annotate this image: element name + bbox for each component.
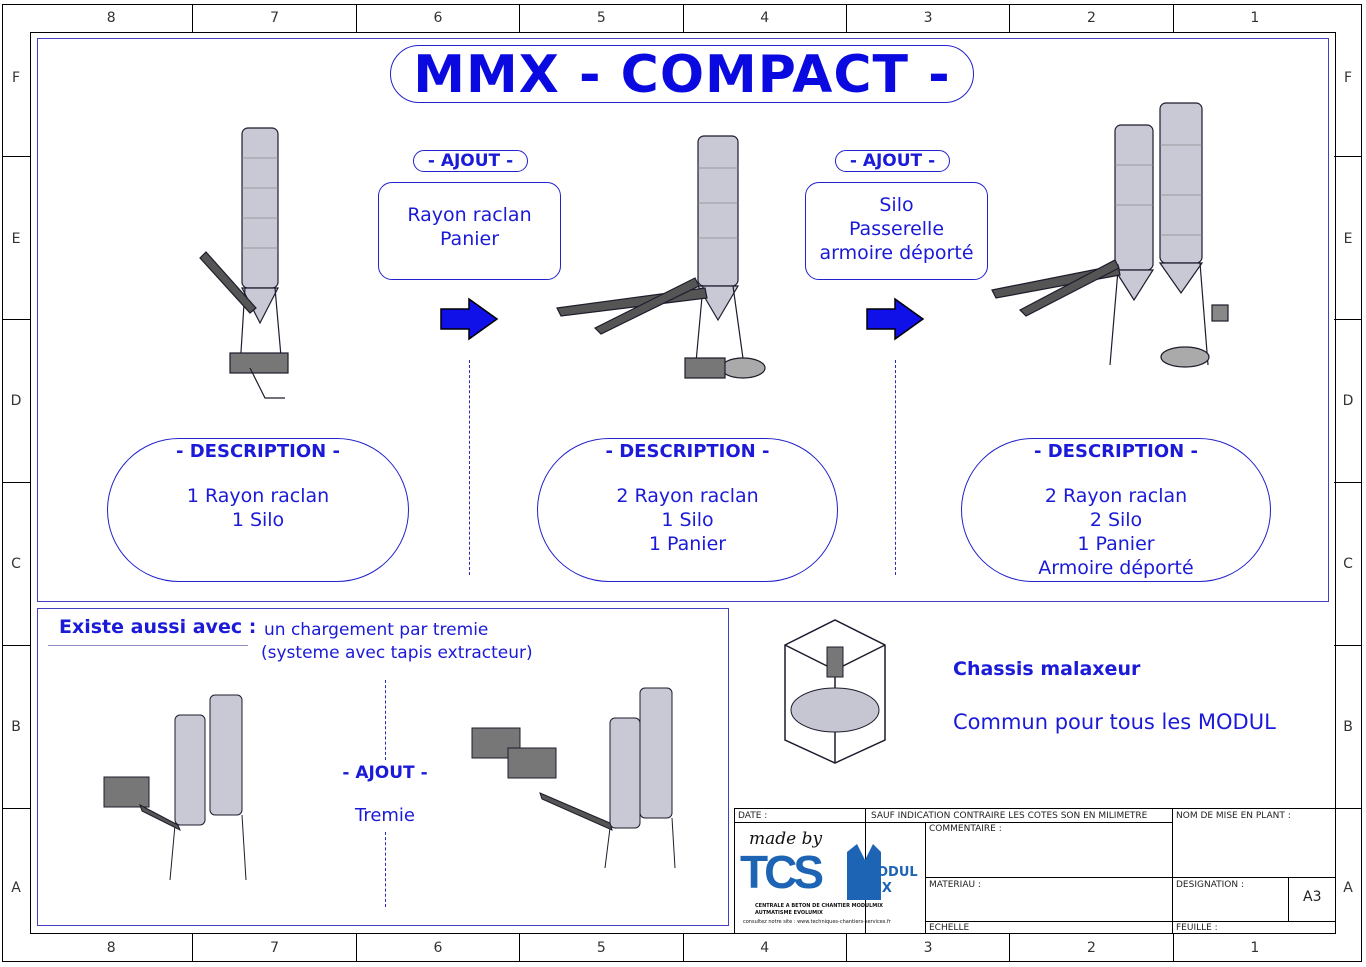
tagline: AUTMATISME EVOLUMIX: [755, 910, 823, 916]
arrow-right-icon: [866, 297, 925, 341]
zone-row-right: A: [1343, 880, 1353, 896]
description-1: - DESCRIPTION - 1 Rayon raclan 1 Silo: [107, 438, 409, 582]
description-item: Armoire déporté: [1038, 557, 1194, 579]
ajout-box-1: Rayon raclan Panier: [378, 182, 561, 280]
tb-commentaire: COMMENTAIRE :: [929, 824, 1002, 834]
ajout-item: Rayon raclan: [407, 204, 532, 226]
tb-designation: DESIGNATION :: [1176, 880, 1245, 890]
zone-col: 3: [845, 934, 1009, 962]
variant-text: (systeme avec tapis extracteur): [261, 643, 533, 663]
tb-note: SAUF INDICATION CONTRAIRE LES COTES SON …: [871, 811, 1148, 821]
arrow-right-icon: [440, 297, 499, 341]
ajout-item: Panier: [439, 228, 500, 250]
made-by-text: made by: [749, 829, 823, 849]
zone-col: 3: [845, 4, 1009, 32]
description-item: 1 Silo: [661, 509, 714, 531]
description-heading: - DESCRIPTION -: [176, 441, 340, 462]
plant-illustration-3: [991, 102, 1229, 368]
zone-col: 4: [682, 934, 846, 962]
title-block: DATE : SAUF INDICATION CONTRAIRE LES COT…: [734, 808, 1336, 934]
zone-ruler-bottom: 8 7 6 5 4 3 2 1: [30, 934, 1336, 962]
description-item: 1 Panier: [648, 533, 727, 555]
zone-row-left: F: [11, 70, 21, 86]
main-frame: [37, 38, 1329, 602]
description-item: 1 Panier: [1077, 533, 1155, 555]
chassis-title: Chassis malaxeur: [953, 658, 1141, 680]
variant-item: Tremie: [354, 805, 416, 826]
ajout-item: Silo: [879, 194, 914, 216]
ajout-label-2: - AJOUT -: [835, 150, 950, 172]
variant-label: Existe aussi avec :: [59, 616, 257, 638]
tb-echelle: ECHELLE: [929, 923, 970, 933]
chassis-text: Commun pour tous les MODUL: [953, 710, 1276, 734]
tagline: consultez notre site : www.techniques-ch…: [743, 919, 891, 925]
separator-line: [385, 832, 386, 907]
zone-col: 4: [682, 4, 846, 32]
description-item: 2 Rayon raclan: [616, 485, 759, 507]
tcs-logo: TCS: [740, 846, 824, 898]
tb-nom: NOM DE MISE EN PLANT :: [1176, 811, 1291, 821]
plant-tremie-illustration-1: [103, 694, 247, 881]
zone-col: 2: [1009, 4, 1172, 32]
description-heading: - DESCRIPTION -: [605, 441, 770, 462]
description-heading: - DESCRIPTION -: [1034, 441, 1198, 462]
zone-row-left: A: [11, 880, 21, 896]
ajout-box-2: Silo Passerelle armoire déporté: [805, 182, 988, 280]
zone-row-right: E: [1343, 231, 1353, 247]
chassis-malaxeur-illustration: [784, 619, 886, 764]
zone-col: 7: [192, 934, 355, 962]
drawing-border: [30, 32, 1336, 934]
zone-row-left: C: [11, 556, 21, 572]
separator-line: [469, 360, 470, 575]
variant-text: un chargement par tremie: [264, 620, 489, 640]
zone-col: 6: [355, 934, 519, 962]
tb-materiau: MATERIAU :: [929, 880, 981, 890]
zone-col: 1: [1172, 934, 1336, 962]
description-item: 2 Rayon raclan: [1044, 485, 1188, 507]
zone-row-left: B: [11, 719, 21, 735]
zone-row-right: C: [1343, 556, 1353, 572]
tb-date: DATE :: [738, 811, 768, 821]
zone-col: 8: [106, 10, 116, 26]
separator-line: [895, 360, 896, 575]
zone-ruler-top: 8 7 6 5 4 3 2 1: [30, 4, 1336, 32]
modulmix-logo: [847, 844, 881, 900]
zone-col: 1: [1172, 4, 1336, 32]
drawing-sheet: [2, 4, 1362, 962]
zone-col: 6: [355, 4, 519, 32]
description-item: 1 Rayon raclan: [186, 485, 330, 507]
zone-row-left: E: [11, 231, 21, 247]
zone-row-right: F: [1343, 70, 1353, 86]
tb-format: A3: [1303, 889, 1322, 905]
tb-feuille: FEUILLE :: [1176, 923, 1218, 933]
zone-col: 7: [192, 4, 355, 32]
zone-col: 5: [519, 4, 682, 32]
zone-col: 2: [1009, 934, 1172, 962]
mix-text: IX: [877, 881, 892, 896]
zone-col: 8: [106, 940, 116, 956]
description-item: 1 Silo: [231, 509, 285, 531]
page-title: MMX - COMPACT -: [390, 45, 974, 104]
plant-illustration-2: [556, 135, 766, 379]
ajout-item: armoire déporté: [819, 242, 974, 264]
zone-row-left: D: [10, 393, 22, 409]
variant-frame: [37, 608, 729, 926]
zone-col: 5: [519, 934, 682, 962]
zone-row-right: B: [1343, 719, 1353, 735]
description-item: 2 Silo: [1089, 509, 1143, 531]
modul-text: ODUL: [877, 865, 918, 880]
ajout-item: Passerelle: [848, 218, 945, 240]
ajout-label-1: - AJOUT -: [413, 150, 528, 172]
underline: [48, 645, 248, 646]
description-3: - DESCRIPTION - 2 Rayon raclan 2 Silo 1 …: [961, 438, 1271, 582]
variant-ajout: - AJOUT -: [342, 763, 428, 783]
zone-row-right: D: [1342, 393, 1354, 409]
description-2: - DESCRIPTION - 2 Rayon raclan 1 Silo 1 …: [537, 438, 838, 582]
separator-line: [385, 680, 386, 760]
plant-tremie-illustration-2: [471, 687, 676, 869]
plant-illustration-1: [199, 127, 289, 399]
tagline: CENTRALE A BETON DE CHANTIER MODULMIX: [755, 903, 883, 909]
